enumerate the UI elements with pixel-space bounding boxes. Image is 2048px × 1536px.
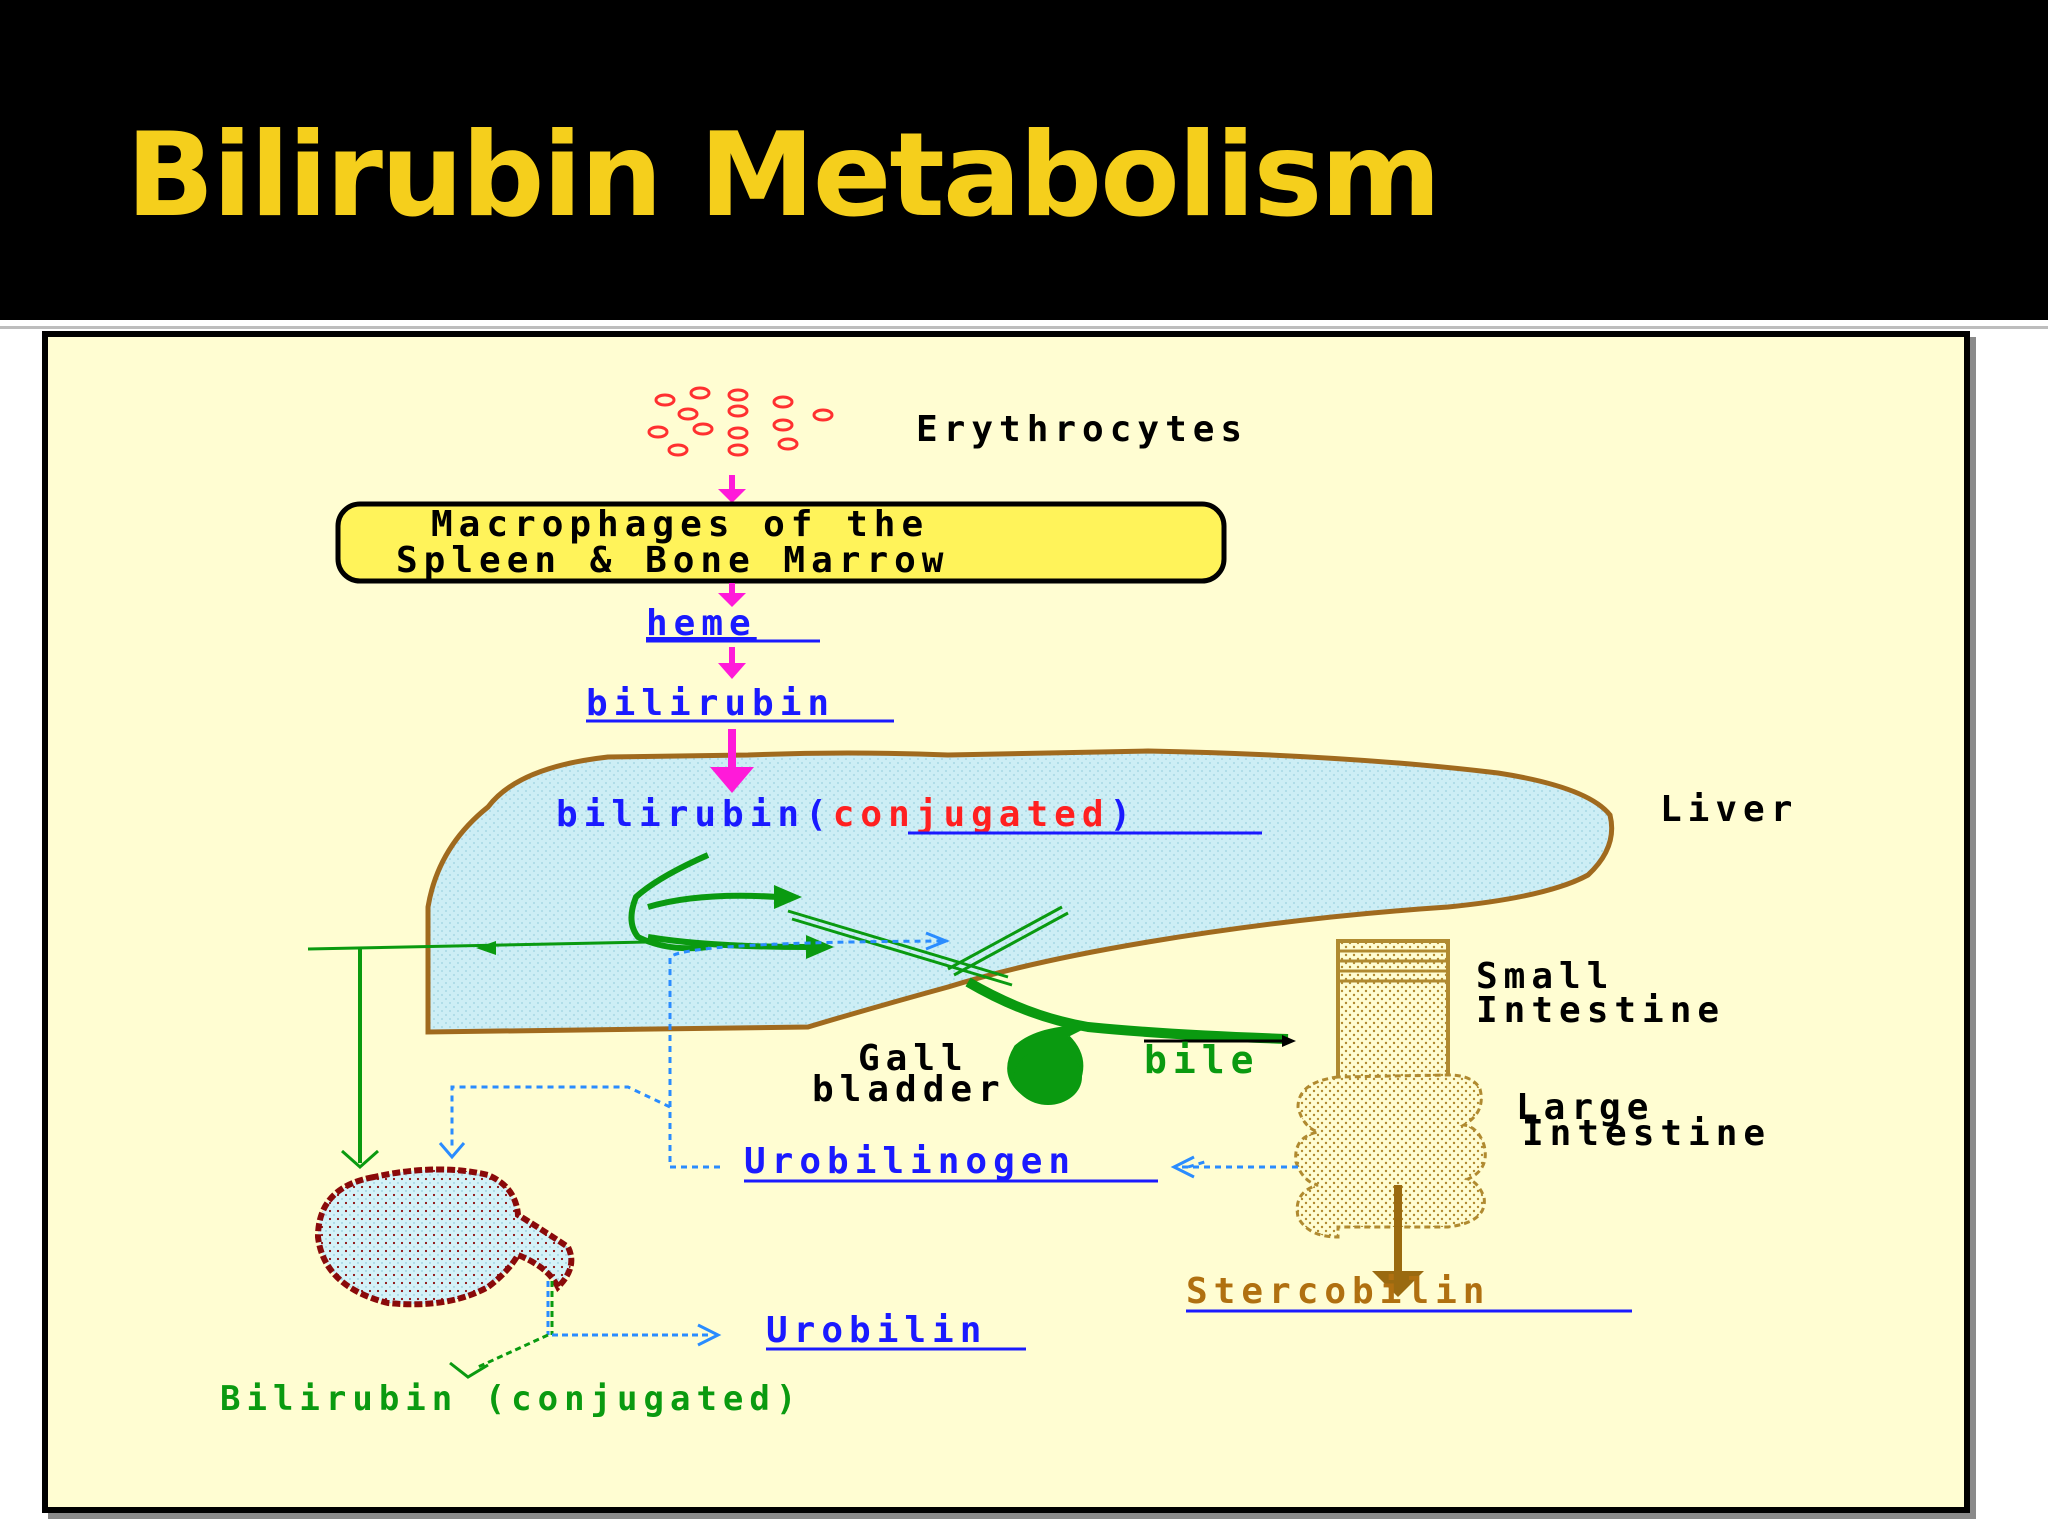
large-intestine [1294,1073,1487,1239]
erythrocytes-cluster [647,386,834,457]
conjugated-bilirubin-suffix: ) [1110,794,1138,835]
liver-label: Liver [1660,789,1798,830]
macrophages-label-line1: Macrophages of the [431,504,929,545]
green-pathway [307,852,834,959]
gall-bladder-label-line1: Gall [858,1038,969,1079]
stercobilin-label[interactable]: Stercobilin [1186,1271,1490,1312]
title-bar: Bilirubin Metabolism [0,0,2048,320]
bilirubin-diagram: Erythrocytes Macrophages of the Spleen &… [220,386,1798,1419]
bile-arrow [1144,1035,1296,1047]
macrophages-box [335,501,1227,584]
dotted-enterohepatic-paths [450,939,1298,1169]
title-divider [0,326,2048,329]
common-bile-duct [965,977,1289,1044]
slide-title: Bilirubin Metabolism [126,108,1441,243]
arrow-erythrocytes-to-macrophages [718,475,746,503]
erythrocytes-label: Erythrocytes [916,409,1248,450]
ureter-paths [449,1281,722,1379]
small-intestine-label-line2: Intestine [1476,990,1725,1031]
bilirubin-label[interactable]: bilirubin [586,683,835,724]
bile-duct-lines [787,905,1069,987]
conjugated-bilirubin-prefix: bilirubin( [556,794,833,835]
kidney [314,1166,575,1308]
conjugated-bilirubin-label: bilirubin(conjugated) [556,794,1137,835]
arrow-heme-to-bilirubin [718,647,746,679]
large-intestine-label-line1: Large [1516,1087,1654,1128]
arrow-macrophages-to-heme [718,583,746,607]
arrow-to-stercobilin [1372,1185,1424,1297]
small-intestine-label-line1: Small [1476,956,1614,997]
gall-bladder [1007,1025,1089,1105]
small-intestine-rings [1338,949,1448,983]
gall-bladder-label-line2: bladder [812,1069,1006,1110]
urobilin-label[interactable]: Urobilin [766,1310,987,1351]
heme-label[interactable]: heme [646,603,757,644]
large-intestine-label-line2: Intestine [1522,1113,1771,1154]
urobilinogen-label[interactable]: Urobilinogen [744,1141,1076,1182]
green-line-to-kidney [341,949,379,1170]
macrophages-label-line2: Spleen & Bone Marrow [396,540,949,581]
conjugated-word[interactable]: conjugated [833,794,1110,835]
dotted-arrowheads [438,931,1195,1179]
liver-shape [425,748,1615,1035]
bile-label: bile [1144,1038,1260,1082]
bilirubin-conjugated-urine-label: Bilirubin (conjugated) [220,1379,802,1419]
arrow-bilirubin-to-liver [710,729,754,793]
